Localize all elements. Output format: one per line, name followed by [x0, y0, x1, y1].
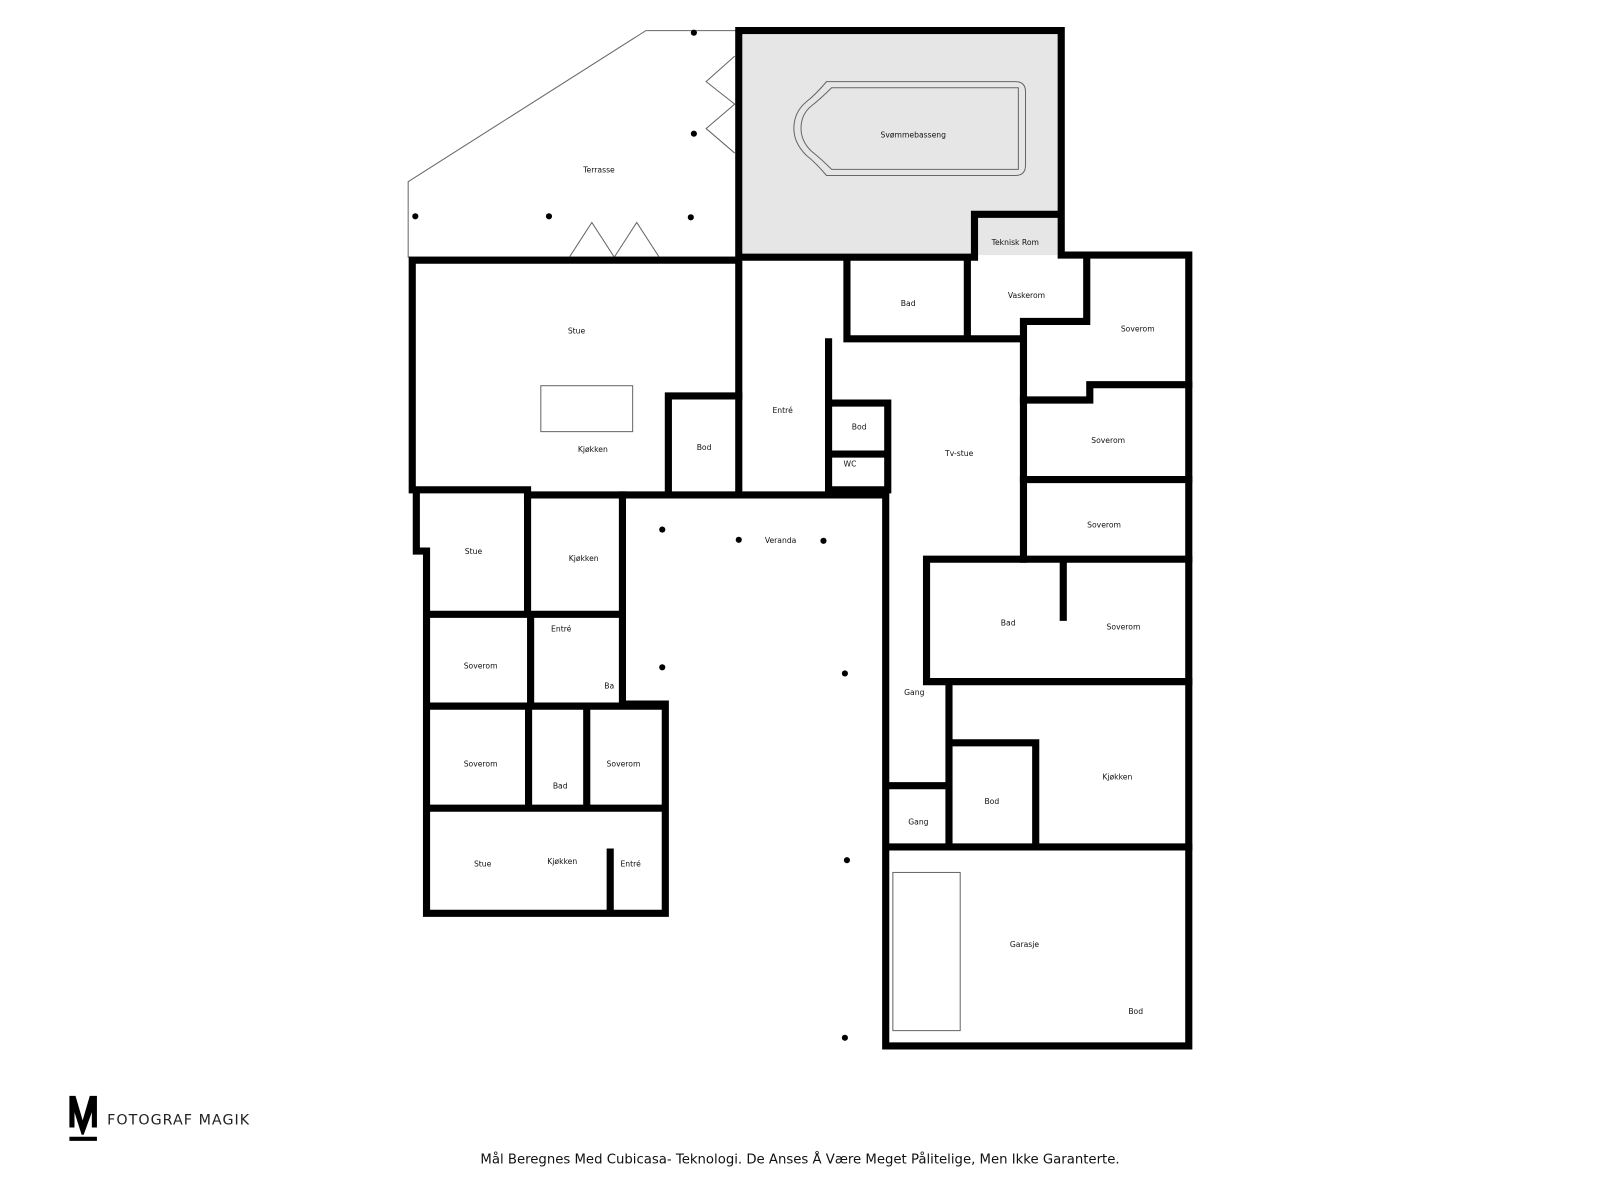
room-label: Stue: [465, 547, 483, 556]
room-label: Kjøkken: [578, 445, 608, 454]
room-label: WC: [844, 459, 857, 468]
room-label: Garasje: [1010, 940, 1040, 949]
walls: [408, 27, 1193, 1050]
room-label: Soverom: [607, 759, 641, 768]
room-label: Bod: [697, 443, 712, 452]
room-label: Gang: [904, 688, 924, 697]
room-label: Teknisk Rom: [991, 238, 1039, 247]
room-label: Stue: [568, 327, 586, 336]
room-label: Kjøkken: [569, 554, 599, 563]
folding-door: [705, 55, 736, 154]
room-label: Entré: [620, 859, 641, 868]
room-label: Soverom: [464, 661, 498, 670]
room-label: Gang: [908, 817, 928, 826]
room-label: Entré: [551, 625, 572, 634]
terrace-outline: [407, 30, 740, 258]
room-label: Tv-stue: [944, 449, 974, 458]
pool-basin: [793, 81, 1027, 177]
room-label: Bod: [1128, 1007, 1143, 1016]
room-label: Soverom: [1091, 436, 1125, 445]
room-label: Ba: [604, 682, 614, 691]
room-label: Stue: [474, 859, 492, 868]
room-label: Terrasse: [582, 165, 615, 174]
brand-name: FOTOGRAF MAGIK: [107, 1112, 250, 1128]
disclaimer-footer: Mål Beregnes Med Cubicasa- Teknologi. De…: [480, 1150, 1119, 1167]
room-label: Bod: [852, 423, 867, 432]
room-label: Vaskerom: [1008, 291, 1045, 300]
room-label: Soverom: [464, 759, 498, 768]
room-label: Soverom: [1087, 521, 1121, 530]
garage-car-space: [892, 871, 961, 1032]
room-label: Kjøkken: [547, 857, 577, 866]
room-label: Bad: [553, 782, 568, 791]
room-label: Bod: [984, 797, 999, 806]
folding-door: [568, 221, 660, 259]
kitchen-island: [540, 385, 634, 433]
room-label: Entré: [772, 406, 793, 415]
room-label: Soverom: [1107, 623, 1141, 632]
room-label: Svømmebasseng: [880, 131, 946, 140]
pool-inner-edge: [800, 87, 1019, 170]
room-label: Kjøkken: [1102, 773, 1132, 782]
room-label: Bad: [1001, 618, 1016, 627]
logo-mark: [69, 1095, 97, 1141]
pool-area: [742, 34, 1060, 256]
room-label: Bad: [901, 299, 916, 308]
room-label: Veranda: [765, 536, 797, 545]
room-labels: Terrasse Svømmebasseng Teknisk Rom Bad V…: [464, 131, 1155, 1017]
brand-logo: FOTOGRAF MAGIK: [69, 1095, 250, 1141]
room-label: Soverom: [1121, 325, 1155, 334]
columns: [412, 29, 850, 1041]
